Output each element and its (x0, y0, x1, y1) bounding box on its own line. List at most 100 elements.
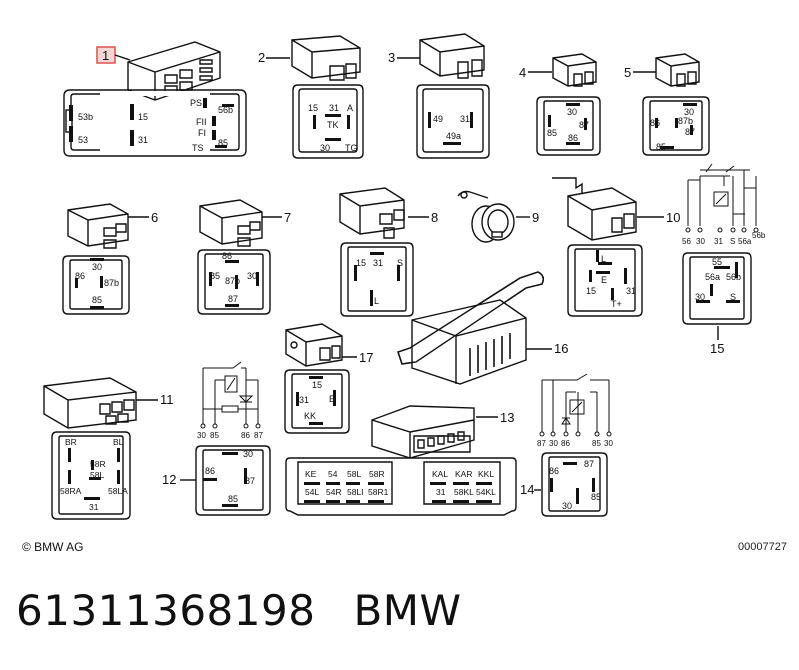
pin-label-49a: 49a (446, 131, 461, 141)
pin-label-s: S (730, 292, 736, 302)
pin-label-53: 53 (78, 135, 88, 145)
pin-label-53b: 53b (78, 112, 93, 122)
pin-label-54: 54 (328, 469, 338, 479)
brand-name: BMW (353, 586, 462, 635)
relay-item-3[interactable]: 3 49 31 49a (388, 33, 490, 159)
schem-label-86: 86 (561, 439, 570, 448)
pin-label-30: 30 (243, 449, 253, 459)
schem-label-30b: 30 (604, 439, 613, 448)
schem-label-s: S (730, 237, 735, 246)
schem-label-56a: 56a (738, 237, 752, 246)
pin-label-t: T+ (611, 299, 622, 309)
pin-label-30: 30 (562, 501, 572, 511)
relay-item-15[interactable]: 55 56a 56b 30 S 15 (682, 252, 752, 356)
pin-label-87: 87 (228, 294, 238, 304)
relay-item-16[interactable]: 16 (397, 271, 568, 385)
pin-label-58l: 58L (347, 469, 361, 479)
pin-label-58r1: 58R1 (368, 487, 389, 497)
relay-item-11[interactable]: 11 BR BL 58R 58L 58RA 58LA 31 (43, 377, 174, 520)
schem-label-56: 56 (682, 237, 691, 246)
schem-label-30: 30 (549, 439, 558, 448)
pin-label-86: 86 (568, 133, 578, 143)
callout-6: 6 (151, 210, 158, 225)
pin-label-86: 86 (205, 466, 215, 476)
callout-12: 12 (162, 472, 176, 487)
pin-label-15: 15 (586, 286, 596, 296)
pin-label-31: 31 (460, 114, 470, 124)
pin-label-l: L (374, 296, 379, 306)
pin-label-86: 86 (75, 271, 85, 281)
pin-label-15: 15 (356, 258, 366, 268)
pin-label-15: 15 (308, 103, 318, 113)
pin-label-85: 85 (228, 494, 238, 504)
pin-label-31: 31 (436, 487, 446, 497)
pin-label-54kl: 54KL (476, 487, 496, 497)
relay-item-1[interactable]: 1 53b 53 15 31 PS 56b FII FI TS (63, 41, 247, 157)
pin-label-31: 31 (329, 103, 339, 113)
pin-label-kal: KAL (432, 469, 448, 479)
relay-item-8[interactable]: 8 15 31 S L (339, 187, 438, 317)
pin-label-30: 30 (247, 271, 257, 281)
pin-label-85: 85 (591, 492, 601, 502)
pin-label-15: 15 (138, 112, 148, 122)
relay-item-7[interactable]: 7 86 85 87b 30 87 (197, 199, 291, 315)
pin-label-kk: KK (304, 411, 316, 421)
pin-label-a: A (347, 103, 353, 113)
callout-10: 10 (666, 210, 680, 225)
relay-item-12[interactable]: 12 30 86 87 85 (162, 445, 271, 516)
pin-label-56b: 56b (726, 272, 741, 282)
callout-13: 13 (500, 410, 514, 425)
pin-label-54l: 54L (305, 487, 319, 497)
pin-label-kar: KAR (455, 469, 472, 479)
pin-label-56a: 56a (705, 272, 720, 282)
relay-item-10[interactable]: 10 L E 15 31 T+ (552, 177, 680, 317)
pin-label-tg: TG (345, 143, 358, 153)
schem-label-87: 87 (537, 439, 546, 448)
pin-label-85: 85 (210, 271, 220, 281)
relay-item-9[interactable]: 9 (457, 190, 539, 243)
copyright-text: © BMW AG (22, 540, 84, 554)
relay-item-4[interactable]: 4 30 87 85 86 (519, 53, 601, 156)
pin-label-31: 31 (373, 258, 383, 268)
pin-label-87b: 87b (104, 278, 119, 288)
pin-label-87: 87 (579, 120, 589, 130)
callout-11: 11 (160, 392, 174, 407)
callout-14: 14 (520, 482, 534, 497)
schem-label-30: 30 (197, 431, 206, 440)
relay-item-5[interactable]: 5 30 86 87b 87 85 (624, 53, 710, 156)
pin-label-87b: 87b (225, 276, 240, 286)
schematic-item-12: 30 85 86 87 (197, 361, 263, 440)
pin-label-ke: KE (305, 469, 317, 479)
schem-label-85: 85 (592, 439, 601, 448)
pin-label-ps: PS (190, 98, 202, 108)
pin-label-bl: BL (113, 437, 124, 447)
schem-label-56b: 56b (752, 231, 766, 240)
relay-item-17[interactable]: 17 15 31 E KK (284, 323, 373, 434)
relay-item-13[interactable]: 13 KE 54 58L 58R 54L 54R 58LI 58R1 KAL K… (285, 405, 517, 516)
callout-1: 1 (102, 48, 109, 63)
pin-label-e: E (601, 275, 607, 285)
pin-label-58kl: 58KL (454, 487, 474, 497)
pin-label-31: 31 (89, 502, 99, 512)
pin-label-ts: TS (192, 143, 204, 153)
callout-7: 7 (284, 210, 291, 225)
callout-5: 5 (624, 65, 631, 80)
pin-label-31: 31 (299, 395, 309, 405)
relay-item-2[interactable]: 2 15 31 A TK 30 TG (258, 35, 364, 159)
pin-label-31: 31 (138, 135, 148, 145)
schematic-item-15: 56 30 31 S 56a 56b (682, 163, 766, 246)
relay-item-14[interactable]: 14 87 86 85 30 (520, 452, 608, 517)
callout-4: 4 (519, 65, 526, 80)
schem-label-30: 30 (696, 237, 705, 246)
pin-label-e: E (329, 394, 335, 404)
pin-label-87b: 87b (678, 116, 693, 126)
relay-item-6[interactable]: 6 30 86 87b 85 (62, 203, 158, 315)
pin-label-kkl: KKL (478, 469, 494, 479)
callout-8: 8 (431, 210, 438, 225)
pin-label-85: 85 (92, 295, 102, 305)
callout-3: 3 (388, 50, 395, 65)
pin-label-30: 30 (567, 107, 577, 117)
pin-label-56b: 56b (218, 105, 233, 115)
